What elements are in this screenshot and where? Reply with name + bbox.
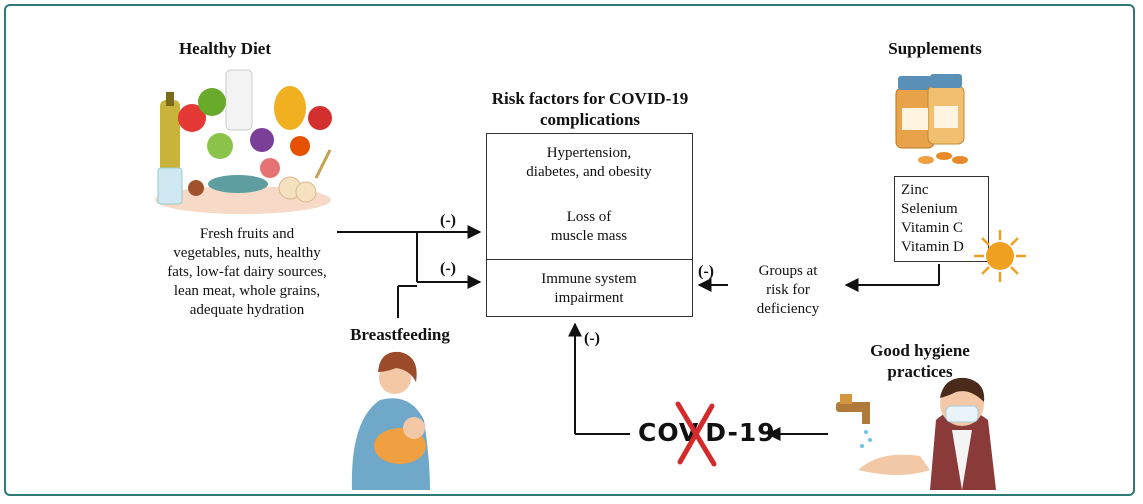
covid-label-part2: D-19 — [705, 418, 776, 447]
groups-line: deficiency — [756, 301, 820, 317]
diet-line: vegetables, nuts, healthy — [173, 245, 321, 261]
factor-line: Loss of — [566, 209, 612, 225]
risk-factors-box: Hypertension, diabetes, and obesity Loss… — [486, 133, 693, 317]
risk-factors-title: Risk factors for COVID-19 complications — [466, 88, 714, 130]
breastfeeding-title: Breastfeeding — [350, 325, 450, 344]
factor-line: impairment — [554, 290, 624, 306]
factor-line: diabetes, and obesity — [526, 164, 652, 180]
risk-title-line: Risk factors for COVID-19 — [491, 89, 689, 108]
hygiene-title-line: practices — [887, 362, 953, 381]
diet-line: adequate hydration — [189, 302, 305, 318]
supplement-item: Vitamin D — [901, 239, 964, 255]
risk-factor-muscle: Loss of muscle mass — [487, 208, 691, 246]
supplements-list: Zinc Selenium Vitamin C Vitamin D — [894, 176, 989, 262]
supplements-minus-sign: (-) — [698, 263, 714, 280]
hygiene-title-line: Good hygiene — [870, 341, 970, 360]
diet-line: fats, low-fat dairy sources, — [167, 264, 327, 280]
groups-at-risk-label: Groups at risk for deficiency — [733, 262, 843, 319]
risk-divider — [487, 259, 692, 260]
supplement-item: Selenium — [901, 201, 958, 217]
breastfeeding-minus-sign: (-) — [440, 260, 456, 277]
supplement-item: Zinc — [901, 182, 929, 198]
covid-minus-sign: (-) — [584, 330, 600, 347]
diet-line: Fresh fruits and — [199, 226, 295, 242]
groups-line: Groups at — [758, 263, 818, 279]
risk-title-line: complications — [539, 110, 641, 129]
hygiene-title: Good hygiene practices — [850, 340, 990, 382]
factor-line: Hypertension, — [546, 145, 632, 161]
diet-minus-sign: (-) — [440, 212, 456, 229]
healthy-diet-title: Healthy Diet — [178, 39, 272, 58]
factor-line: Immune system — [541, 271, 637, 287]
supplements-title: Supplements — [888, 39, 982, 58]
supplement-item: Vitamin C — [901, 220, 964, 236]
risk-factor-immune: Immune system impairment — [487, 270, 691, 308]
diet-line: lean meat, whole grains, — [173, 283, 321, 299]
factor-line: muscle mass — [550, 228, 628, 244]
healthy-diet-description: Fresh fruits and vegetables, nuts, healt… — [152, 225, 342, 320]
risk-factor-hypertension: Hypertension, diabetes, and obesity — [487, 144, 691, 182]
groups-line: risk for — [766, 282, 810, 298]
